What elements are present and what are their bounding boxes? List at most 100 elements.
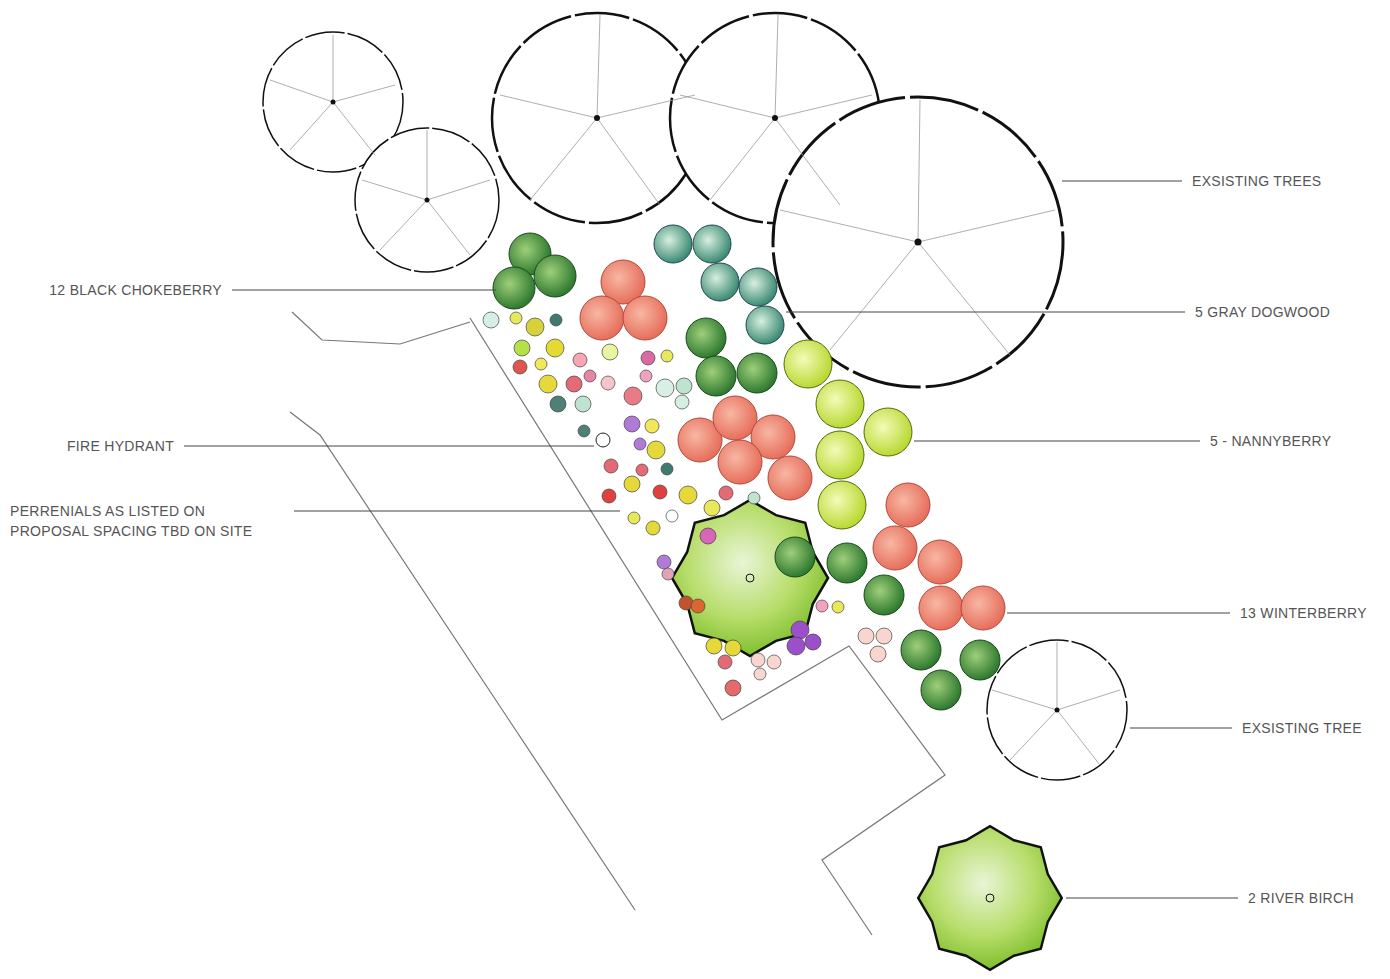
bed-edge [470,318,945,935]
shrub [886,483,930,527]
perennial [514,340,530,356]
branches [362,130,490,255]
perennial [584,370,596,382]
shrub [746,306,784,344]
branches [780,100,1055,355]
perennial [791,621,809,639]
branches [992,642,1120,765]
shrub [580,296,624,340]
plant-label: 5 GRAY DOGWOOD [1193,302,1332,322]
shrub [784,340,832,388]
perennial [636,464,648,476]
leader-line [232,290,496,291]
perennial [661,350,673,362]
shrub [918,540,962,584]
shrub [623,296,667,340]
perennial [870,646,886,662]
perennial [539,375,557,393]
shrub [961,586,1005,630]
perennial [640,370,652,382]
site-lines [290,312,945,935]
perennial [691,599,705,613]
tree-centers [331,100,1060,713]
existing-tree [355,128,499,272]
leader-line [1062,181,1182,182]
shrub [864,408,912,456]
perennial [718,655,732,669]
perennial [662,568,674,580]
branches [500,15,695,205]
leader-line [1007,613,1230,614]
perennial [675,395,689,409]
leader-line [184,446,594,447]
perennial [624,387,642,405]
plant-label: EXSISTING TREE [1240,718,1364,738]
existing-tree [773,97,1063,387]
shrub [718,440,762,484]
shrub [654,225,692,263]
perennial [700,528,716,544]
perennial [602,489,616,503]
perennial [751,653,765,667]
plant-label: FIRE HYDRANT [65,436,176,456]
perennial [483,312,499,328]
perennial [679,486,697,504]
leader-line [1130,728,1232,729]
leader-lines [184,181,1238,898]
plant-label: 12 BLACK CHOKEBERRY [47,280,224,300]
leader-line [1066,898,1238,899]
shrub [960,640,1000,680]
perennial [575,396,591,412]
shrub [534,255,576,297]
river-birch [918,826,1062,970]
perennial [526,318,544,336]
plant-label: EXSISTING TREES [1190,171,1324,191]
perennial [510,312,522,324]
existing-tree [987,640,1127,780]
perennial [645,419,659,433]
perennials [483,312,892,696]
perennial [601,376,615,390]
perennial [535,358,547,370]
shrub [737,353,777,393]
perennial [805,634,821,650]
shrub [919,586,963,630]
curb-line [292,312,470,344]
perennial [641,351,655,365]
perennial [725,640,741,656]
perennial [546,339,564,357]
trunk-dot [1055,708,1060,713]
perennial [566,376,582,392]
perennial [550,396,566,412]
perennial [634,438,646,450]
leader-line [294,511,620,512]
shrub [864,575,904,615]
perennial [628,512,640,524]
tree-branches [270,15,1120,765]
shrub [696,356,736,396]
leader-line [786,312,1185,313]
perennial [646,521,660,535]
perennial [657,555,671,569]
perennial [550,314,562,326]
fire-hydrant [596,433,610,447]
perennial [748,492,760,504]
perennial [647,441,665,459]
plant-label: 2 RIVER BIRCH [1246,888,1356,908]
perennial [754,668,766,680]
shrub [873,526,917,570]
perennial [624,416,640,432]
perennial [787,637,805,655]
shrub [901,630,941,670]
perennial [513,360,527,374]
shrub [493,267,535,309]
plant-label: 5 - NANNYBERRY [1208,431,1333,451]
trunk-dot [746,574,754,582]
river-birch [672,500,828,656]
perennial [604,459,618,473]
walk-edge [290,412,635,910]
trunk-dot [772,115,778,121]
perennial [767,655,781,669]
trunk-dot [331,100,336,105]
